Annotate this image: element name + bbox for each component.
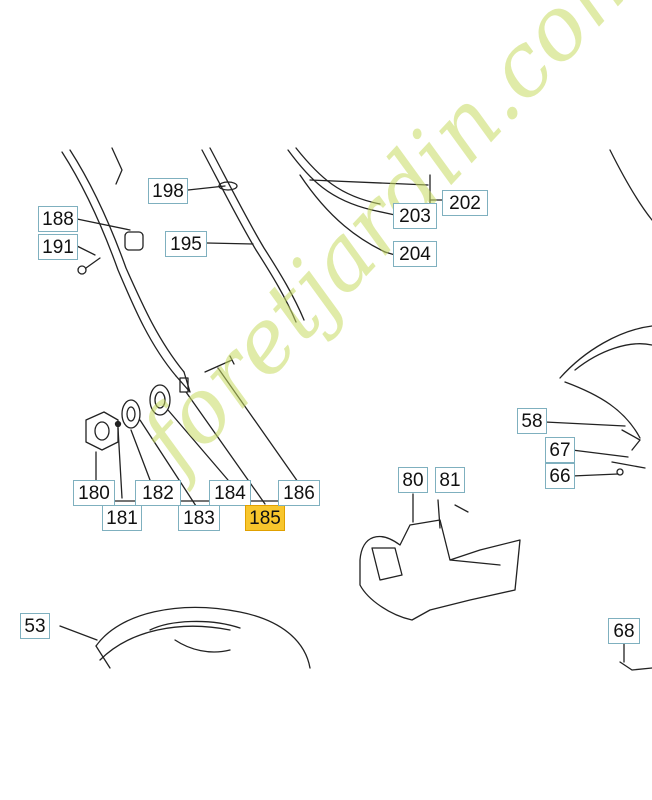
callout-58[interactable]: 58 [517, 408, 547, 434]
callout-81[interactable]: 81 [435, 467, 465, 493]
callout-182[interactable]: 182 [135, 480, 181, 506]
handle-tube-left [61, 147, 191, 393]
mower-deck [59, 606, 311, 669]
callout-203[interactable]: 203 [393, 203, 437, 229]
callout-188[interactable]: 188 [38, 206, 78, 232]
callout-68[interactable]: 68 [608, 618, 640, 644]
callout-204[interactable]: 204 [393, 241, 437, 267]
hardware-stack [85, 377, 189, 451]
cable-set [287, 147, 443, 256]
grass-bag-frame [544, 149, 652, 477]
callout-195[interactable]: 195 [165, 231, 207, 257]
callout-180[interactable]: 180 [73, 480, 115, 506]
bolt-186 [204, 355, 299, 483]
callout-183[interactable]: 183 [178, 505, 220, 531]
callout-181[interactable]: 181 [102, 505, 142, 531]
callout-80[interactable]: 80 [398, 467, 428, 493]
eyebolt-191 [76, 245, 101, 275]
knob-188 [76, 218, 144, 251]
callout-186[interactable]: 186 [278, 480, 320, 506]
callout-198[interactable]: 198 [148, 178, 188, 204]
callout-185-highlighted[interactable]: 185 [245, 505, 285, 531]
handle-tube-center [201, 147, 305, 323]
callout-53[interactable]: 53 [20, 613, 50, 639]
callout-67[interactable]: 67 [545, 437, 575, 463]
callout-191[interactable]: 191 [38, 234, 78, 260]
callout-202[interactable]: 202 [442, 190, 488, 216]
callout-184[interactable]: 184 [209, 480, 251, 506]
part-68 [619, 640, 652, 671]
callout-66[interactable]: 66 [545, 463, 575, 489]
rear-flap [359, 493, 521, 621]
